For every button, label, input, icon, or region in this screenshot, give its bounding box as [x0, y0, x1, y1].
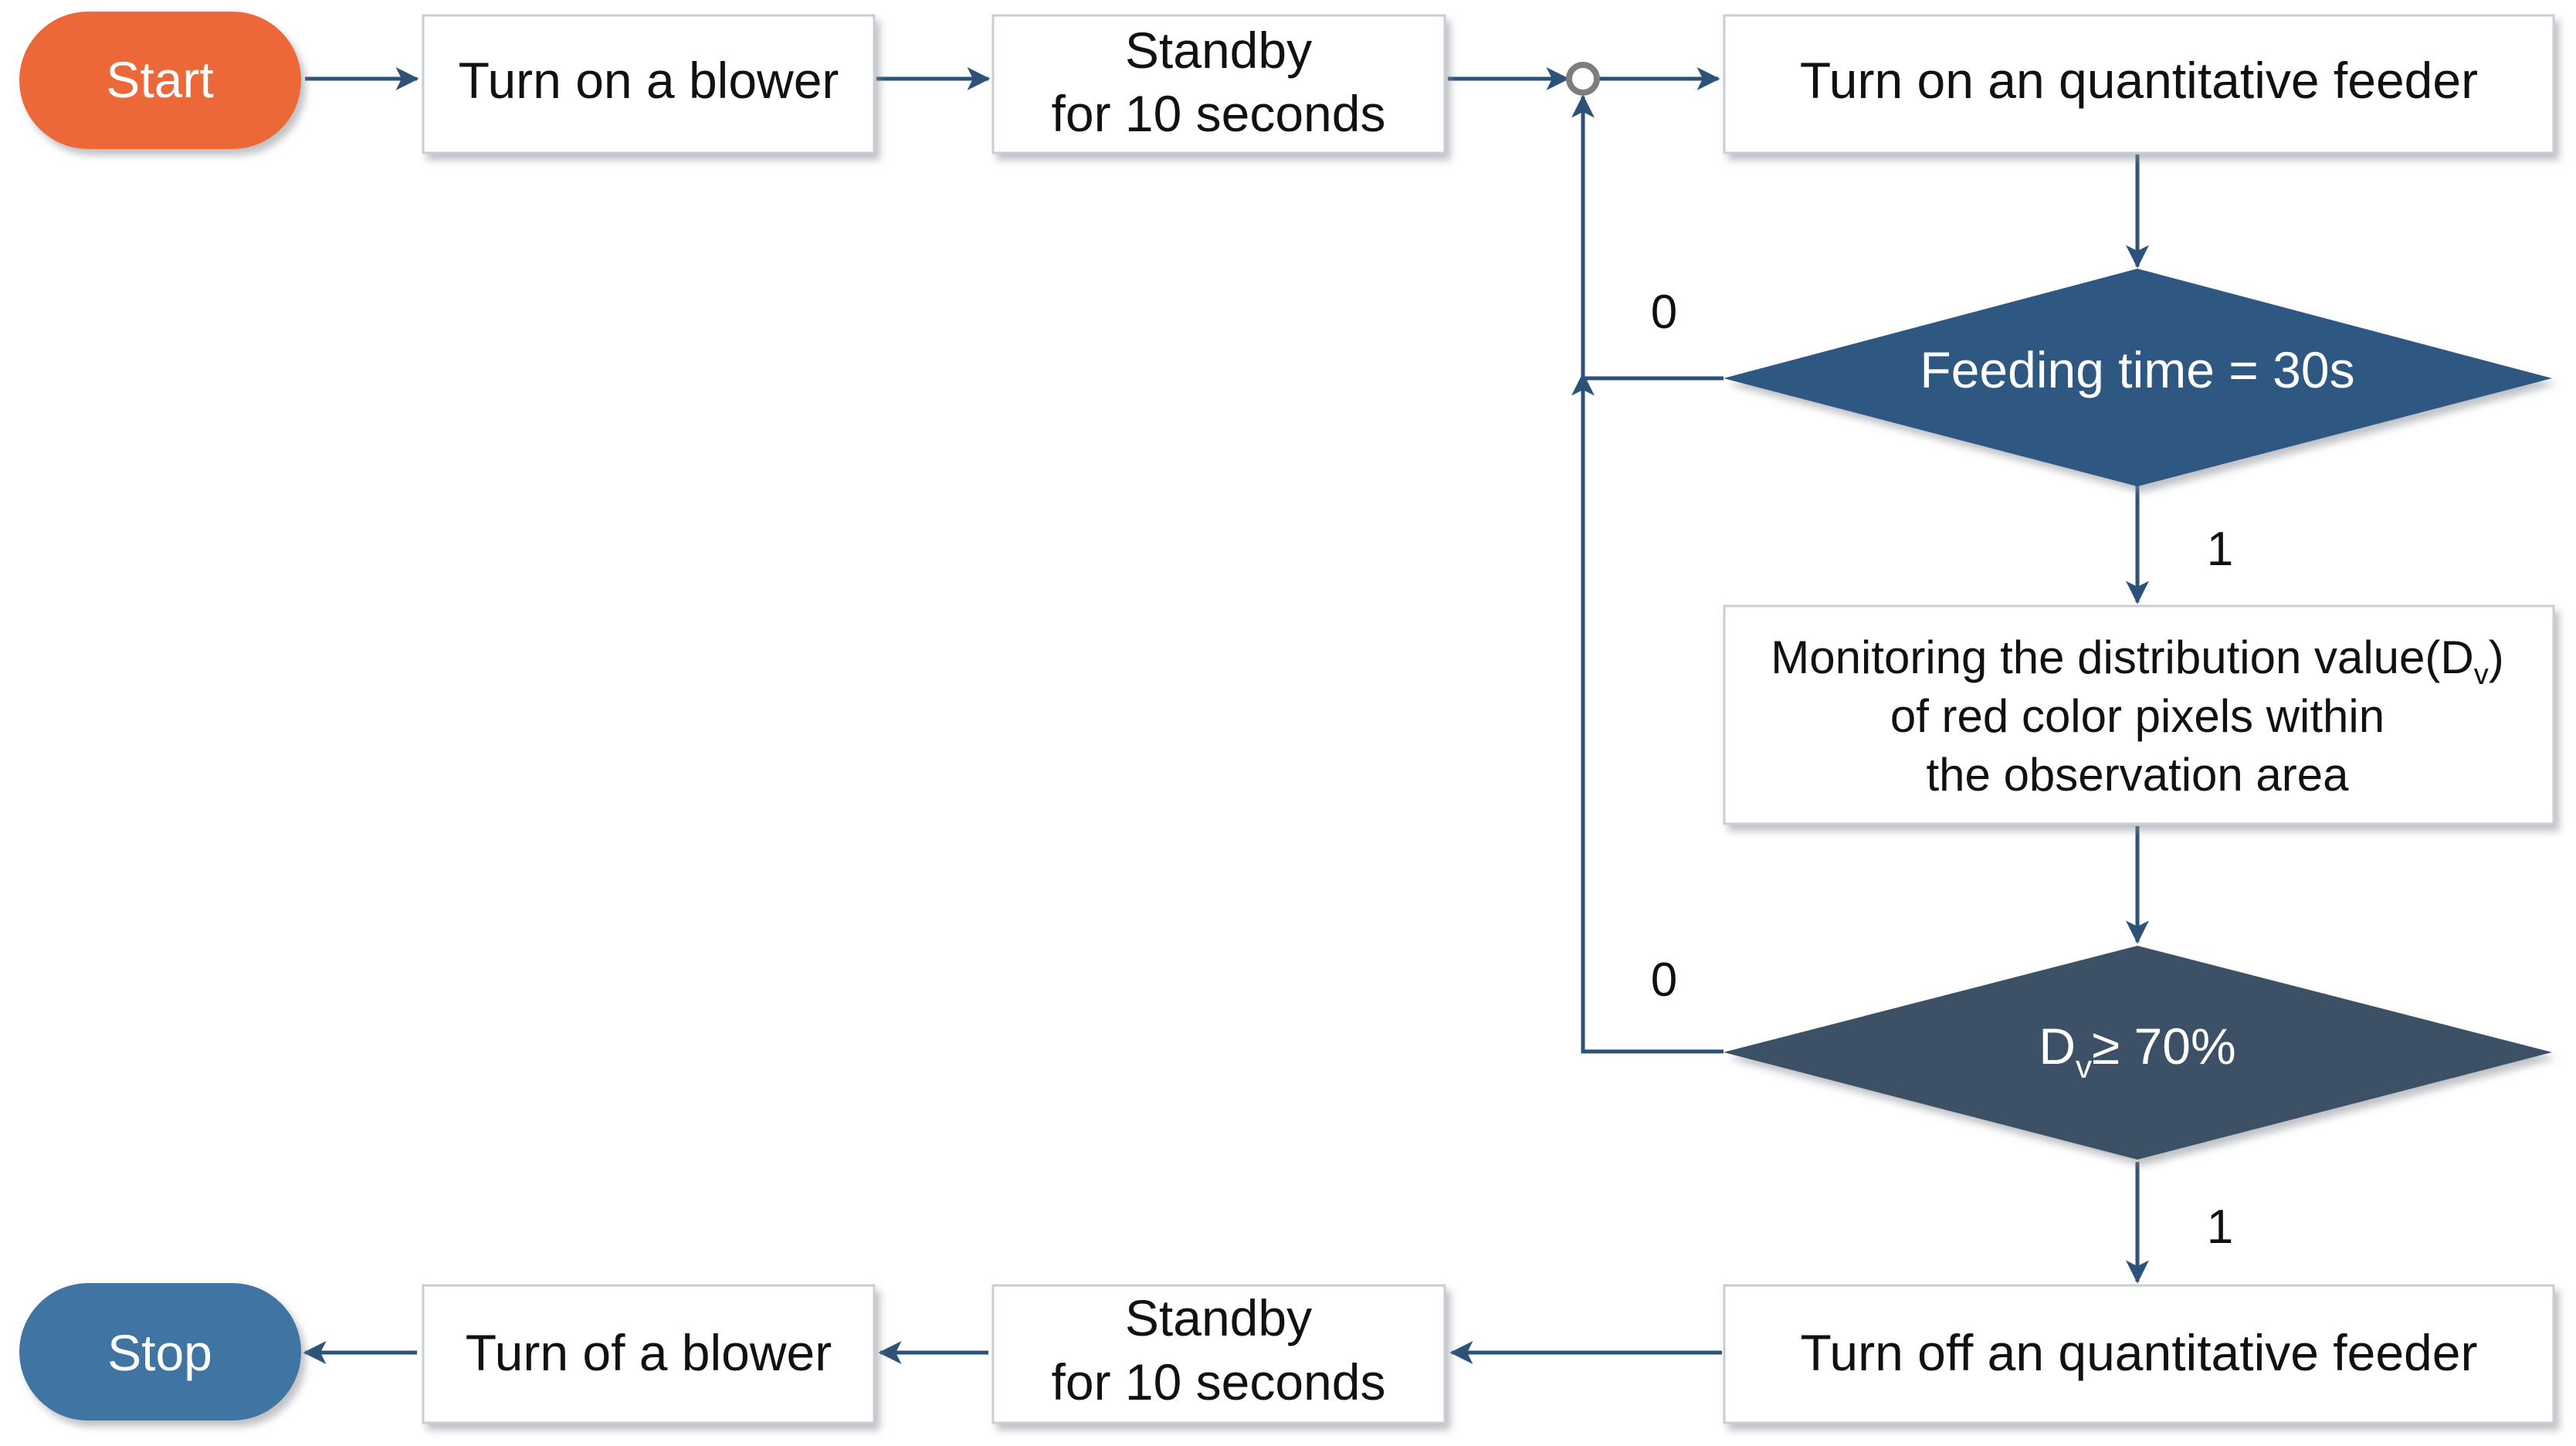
stop-label: Stop: [107, 1324, 212, 1381]
feeding-decision-label: Feeding time = 30s: [1920, 341, 2354, 398]
blower-off-box: [422, 1284, 876, 1424]
start-terminal: [19, 12, 301, 149]
dv-decision-node: Dv≥ 70%: [1724, 946, 2552, 1160]
standby-2-box: [991, 1284, 1446, 1424]
blower-off-label: Turn of a blower: [466, 1324, 832, 1381]
standby-1-box: [991, 14, 1446, 154]
monitoring-line1-suffix: ): [2489, 632, 2504, 683]
edges: [303, 62, 2149, 1364]
edge-dv-no-loop: [1571, 372, 1724, 1054]
feeder-on-box: [1723, 14, 2555, 154]
blower-off-node: Turn of a blower: [422, 1284, 876, 1424]
feeder-off-node: Turn off an quantitative feeder: [1723, 1284, 2555, 1424]
dv-decision-suffix: ≥ 70%: [2092, 1018, 2236, 1075]
dv-decision-label: Dv≥ 70%: [2039, 1018, 2235, 1085]
feeding-decision-node: Feeding time = 30s: [1724, 269, 2552, 486]
standby-1-line1: Standby: [1125, 22, 1312, 79]
blower-on-box: [422, 14, 876, 154]
standby-1-line2: for 10 seconds: [1052, 85, 1386, 142]
dv-decision-prefix: D: [2039, 1018, 2076, 1075]
junction-node: [1566, 62, 1600, 96]
feeder-off-label: Turn off an quantitative feeder: [1801, 1324, 2478, 1381]
monitoring-node: Monitoring the distribution value(Dv) of…: [1723, 604, 2555, 825]
feeding-decision-diamond: [1724, 269, 2552, 486]
feeder-on-label: Turn on an quantitative feeder: [1800, 52, 2478, 109]
branch-label-dv-no: 0: [1651, 953, 1677, 1007]
feeder-on-node: Turn on an quantitative feeder: [1723, 14, 2555, 154]
standby-2-line1: Standby: [1125, 1289, 1312, 1346]
start-node: Start: [19, 12, 301, 149]
blower-on-node: Turn on a blower: [422, 14, 876, 154]
feeder-off-box: [1723, 1284, 2555, 1424]
dv-decision-subscript: v: [2076, 1048, 2092, 1085]
monitoring-line2: of red color pixels within: [1890, 690, 2384, 742]
blower-on-label: Turn on a blower: [459, 52, 839, 109]
monitoring-line3: the observation area: [1926, 749, 2349, 801]
standby-1-node: Standby for 10 seconds: [991, 14, 1446, 154]
monitoring-line1-subscript: v: [2474, 659, 2489, 691]
stop-node: Stop: [19, 1283, 301, 1421]
branch-label-feeding-yes: 1: [2207, 523, 2233, 576]
start-label: Start: [106, 51, 213, 108]
dv-decision-diamond: [1724, 946, 2552, 1160]
stop-terminal: [19, 1283, 301, 1421]
standby-2-line2: for 10 seconds: [1052, 1353, 1386, 1410]
branch-label-feeding-no: 0: [1651, 286, 1677, 339]
standby-2-node: Standby for 10 seconds: [991, 1284, 1446, 1424]
monitoring-box: [1723, 604, 2555, 825]
monitoring-line1: Monitoring the distribution value(Dv): [1771, 632, 2503, 691]
branch-label-dv-yes: 1: [2207, 1200, 2233, 1254]
monitoring-line1-prefix: Monitoring the distribution value(D: [1771, 632, 2473, 683]
